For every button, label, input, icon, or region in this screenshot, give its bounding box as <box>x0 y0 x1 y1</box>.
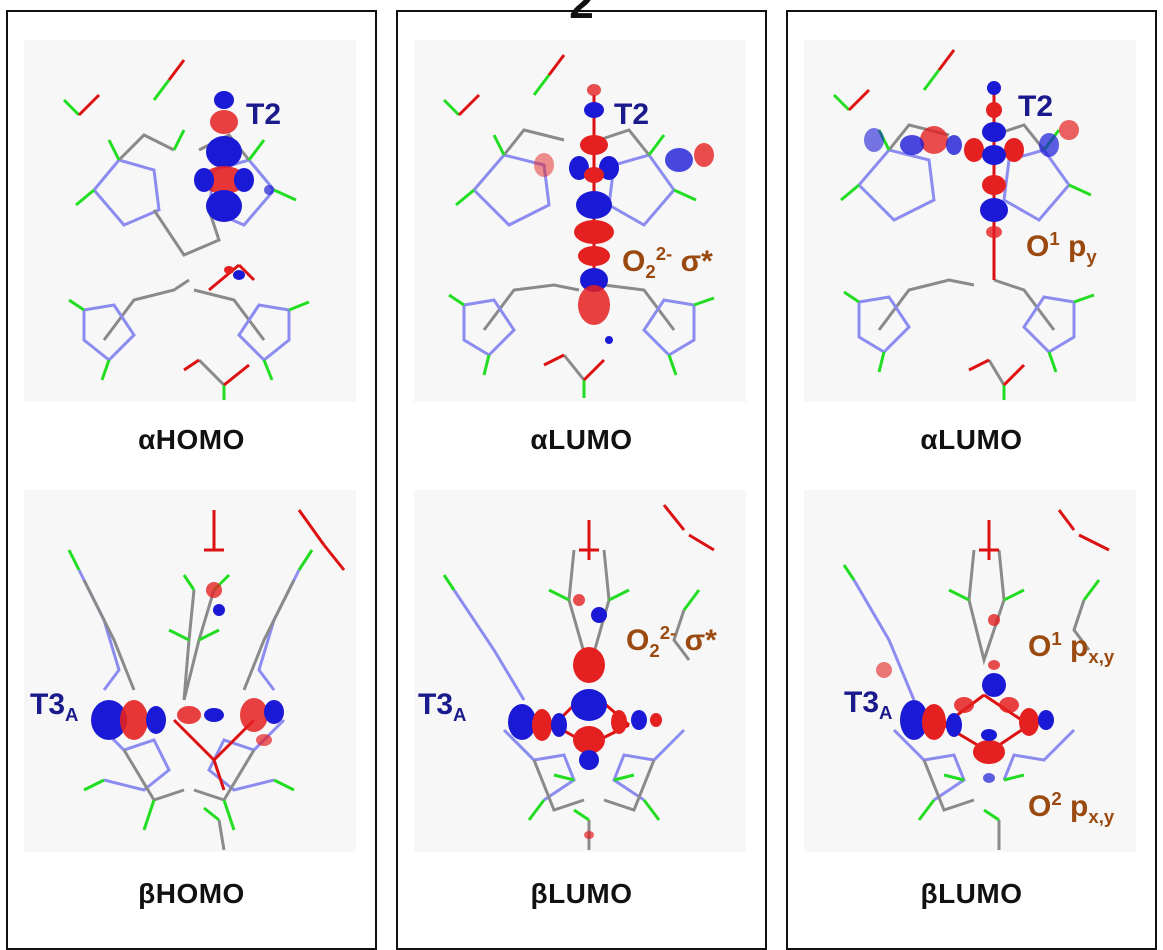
panel-2: 2 <box>396 0 767 950</box>
label-t3a: T3A <box>418 688 467 725</box>
label-t2: T2 <box>1018 90 1054 123</box>
orbital-name: αLUMO <box>530 424 633 455</box>
molecule-structure <box>62 59 310 400</box>
molecule-structure <box>842 509 1110 850</box>
orbital-render-beta-lumo: T3A O22- σ* <box>414 490 746 852</box>
label-o1-py: O1 py <box>1026 228 1097 267</box>
label-t2: T2 <box>246 98 282 131</box>
molecule-structure <box>442 504 715 850</box>
label-o2-sigma: O22- σ* <box>622 243 713 282</box>
orbital-render-alpha-lumo: T2 O1 py <box>804 40 1136 402</box>
orbital-render-beta-lumo: T3A O1 px,y O2 px,y <box>804 490 1136 852</box>
orbital-render-alpha-homo: T2 <box>24 40 356 402</box>
molecule-structure <box>442 54 715 398</box>
panel-1: T2 αHOMO <box>6 10 377 950</box>
orbital-render-alpha-lumo: T2 O22- σ* <box>414 40 746 402</box>
label-t3a: T3A <box>30 688 79 725</box>
figure-top-caption: 2 <box>569 0 594 28</box>
label-o1-pxy: O1 px,y <box>1028 628 1115 667</box>
orbital-name: βLUMO <box>920 878 1023 909</box>
molecule-structure <box>67 509 346 851</box>
label-t3a: T3A <box>844 686 893 723</box>
panel-3: T2 O1 py αLUMO <box>786 10 1157 950</box>
orbital-name: βHOMO <box>138 878 245 909</box>
molecule-structure <box>832 49 1095 400</box>
label-t2: T2 <box>614 98 650 131</box>
label-o2-sigma: O22- σ* <box>626 622 717 661</box>
orbital-render-beta-homo: T3A <box>24 490 356 852</box>
orbital-name: αHOMO <box>138 424 245 455</box>
label-o2-pxy: O2 px,y <box>1028 788 1115 827</box>
orbital-name: αLUMO <box>920 424 1023 455</box>
orbital-name: βLUMO <box>530 878 633 909</box>
